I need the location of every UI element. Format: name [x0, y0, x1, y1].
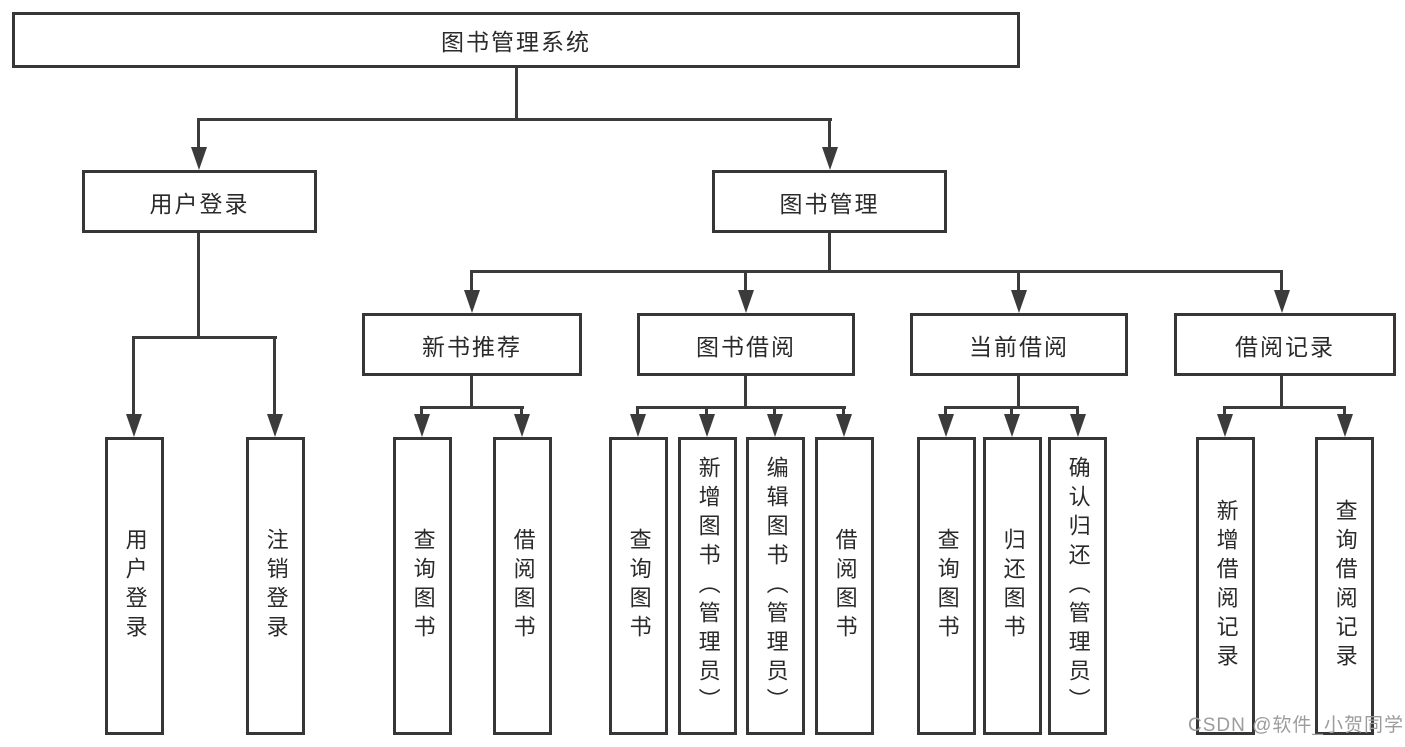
connector-drop-new-book: [470, 270, 473, 295]
leaf-query-books-current: 查询图书: [917, 437, 976, 735]
leaf-query-borrow-record: 查询借阅记录: [1315, 437, 1374, 735]
leaf-label: 查询借阅记录: [1332, 499, 1358, 673]
connector-drop-leaf: [636, 406, 639, 420]
arrow-down-icon: [1217, 414, 1233, 437]
leaf-label: 查询图书: [410, 528, 436, 644]
leaf-label: 新增图书（管理员）: [695, 455, 721, 717]
node-book-management: 图书管理: [712, 170, 947, 233]
arrow-down-icon: [738, 290, 754, 313]
connector-drop-leaf: [1223, 406, 1226, 420]
connector-drop-leaf: [520, 406, 523, 420]
connector-drop-book-management: [828, 118, 831, 152]
leaf-query-books-borrowing: 查询图书: [609, 437, 668, 735]
leaf-label: 查询图书: [626, 528, 652, 644]
connector-root-split: [197, 118, 832, 121]
connector-borrowing-records-stub: [1280, 376, 1283, 406]
arrow-down-icon: [267, 414, 283, 437]
leaf-label: 编辑图书（管理员）: [763, 455, 789, 717]
connector-drop-leaf: [1010, 406, 1013, 420]
leaf-add-book-admin: 新增图书（管理员）: [678, 437, 737, 735]
connector-new-book-split: [420, 406, 524, 409]
arrow-down-icon: [514, 414, 530, 437]
csdn-watermark: CSDN @软件_小贺同学: [1188, 715, 1404, 736]
leaf-logout: 注销登录: [246, 437, 305, 735]
connector-book-borrowing-stub: [744, 376, 747, 406]
leaf-label: 用户登录: [122, 528, 148, 644]
arrow-down-icon: [836, 414, 852, 437]
connector-drop-leaf: [132, 336, 135, 418]
leaf-user-login: 用户登录: [105, 437, 164, 735]
connector-drop-leaf: [420, 406, 423, 420]
arrow-down-icon: [464, 290, 480, 313]
arrow-down-icon: [1274, 290, 1290, 313]
leaf-label: 查询图书: [934, 528, 960, 644]
node-current-borrowing: 当前借阅: [910, 313, 1128, 376]
connector-drop-leaf: [1343, 406, 1346, 420]
leaf-return-books: 归还图书: [983, 437, 1042, 735]
connector-drop-current-borrowing: [1017, 270, 1020, 295]
leaf-query-books-recommend: 查询图书: [393, 437, 452, 735]
connector-book-management-split: [470, 270, 1283, 273]
leaf-confirm-return-admin: 确认归还（管理员）: [1048, 437, 1107, 735]
arrow-down-icon: [1011, 290, 1027, 313]
connector-drop-leaf: [273, 336, 276, 418]
connector-drop-leaf: [773, 406, 776, 420]
leaf-borrow-books-recommend: 借阅图书: [493, 437, 552, 735]
connector-current-borrowing-stub: [1017, 376, 1020, 406]
leaf-label: 借阅图书: [832, 528, 858, 644]
leaf-borrow-books-borrowing: 借阅图书: [815, 437, 874, 735]
connector-drop-user-login: [197, 118, 200, 152]
leaf-add-borrow-record: 新增借阅记录: [1196, 437, 1255, 735]
connector-root-stub: [515, 68, 518, 118]
arrow-down-icon: [1337, 414, 1353, 437]
leaf-edit-book-admin: 编辑图书（管理员）: [746, 437, 805, 735]
arrow-down-icon: [767, 414, 783, 437]
node-user-login: 用户登录: [82, 170, 317, 233]
arrow-down-icon: [938, 414, 954, 437]
arrow-down-icon: [414, 414, 430, 437]
leaf-label: 注销登录: [263, 528, 289, 644]
arrow-down-icon: [630, 414, 646, 437]
arrow-down-icon: [1004, 414, 1020, 437]
leaf-label: 确认归还（管理员）: [1065, 455, 1091, 717]
connector-book-management-stub: [828, 233, 831, 270]
arrow-down-icon: [191, 147, 207, 170]
connector-user-login-stub: [197, 233, 200, 336]
connector-drop-borrowing-records: [1280, 270, 1283, 295]
node-borrowing-records: 借阅记录: [1174, 313, 1396, 376]
leaf-label: 借阅图书: [510, 528, 536, 644]
arrow-down-icon: [126, 414, 142, 437]
node-book-borrowing: 图书借阅: [637, 313, 855, 376]
connector-book-borrowing-split: [636, 406, 846, 409]
arrow-down-icon: [699, 414, 715, 437]
connector-drop-leaf: [1076, 406, 1079, 420]
arrow-down-icon: [1070, 414, 1086, 437]
arrow-down-icon: [822, 147, 838, 170]
leaf-label: 新增借阅记录: [1213, 499, 1239, 673]
leaf-label: 归还图书: [1000, 528, 1026, 644]
connector-drop-leaf: [705, 406, 708, 420]
connector-new-book-stub: [470, 376, 473, 406]
connector-user-login-split: [132, 336, 277, 339]
connector-drop-leaf: [944, 406, 947, 420]
node-new-book-recommend: 新书推荐: [362, 313, 582, 376]
node-library-management-system: 图书管理系统: [12, 12, 1020, 68]
connector-drop-book-borrowing: [744, 270, 747, 295]
connector-borrowing-records-split: [1223, 406, 1346, 409]
connector-drop-leaf: [842, 406, 845, 420]
